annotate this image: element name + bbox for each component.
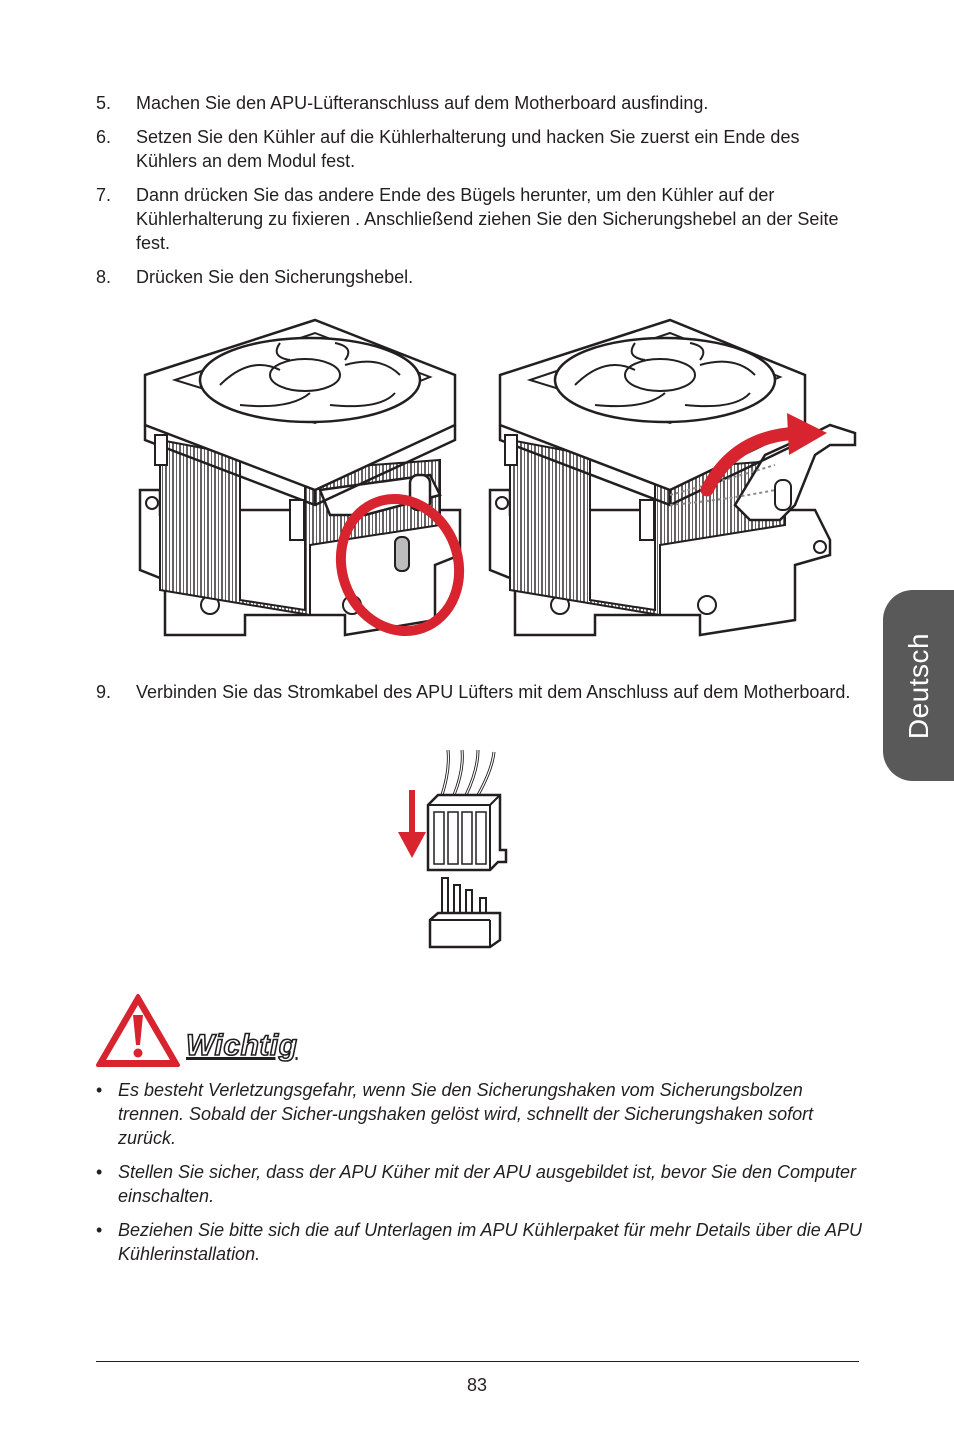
warning-icon bbox=[96, 994, 180, 1067]
language-side-tab: Deutsch bbox=[883, 590, 954, 781]
step-number: 5. bbox=[96, 93, 112, 113]
side-tab-label: Deutsch bbox=[902, 632, 934, 739]
bullet-icon: • bbox=[96, 1162, 103, 1182]
cooler-illustration-right bbox=[488, 318, 857, 637]
note-text: Es besteht Verletzungsgefahr, wenn Sie d… bbox=[118, 1080, 814, 1148]
step-text: Drücken Sie den Sicherungshebel. bbox=[136, 267, 414, 287]
cooler-illustration-left bbox=[138, 318, 465, 637]
bullet-icon: • bbox=[96, 1220, 103, 1240]
step-number: 8. bbox=[96, 267, 112, 287]
bullet-icon: • bbox=[96, 1080, 103, 1100]
page-number: 83 bbox=[466, 1375, 488, 1395]
step-text: Dann drücken Sie das andere Ende des Büg… bbox=[136, 185, 839, 253]
step-text: Setzen Sie den Kühler auf die Kühlerhalt… bbox=[136, 127, 800, 171]
footer-divider bbox=[96, 1361, 859, 1362]
fan-connector-illustration bbox=[398, 749, 508, 949]
step-text: Verbinden Sie das Stromkabel des APU Lüf… bbox=[136, 682, 851, 702]
note-text: Stellen Sie sicher, dass der APU Küher m… bbox=[118, 1162, 857, 1206]
step-number: 6. bbox=[96, 127, 112, 147]
step-number: 9. bbox=[96, 682, 112, 702]
note-text: Beziehen Sie bitte sich die auf Unterlag… bbox=[118, 1220, 863, 1264]
step-text: Machen Sie den APU-Lüfteranschluss auf d… bbox=[136, 93, 709, 113]
step-number: 7. bbox=[96, 185, 112, 205]
important-title: Wichtig bbox=[185, 1028, 298, 1063]
